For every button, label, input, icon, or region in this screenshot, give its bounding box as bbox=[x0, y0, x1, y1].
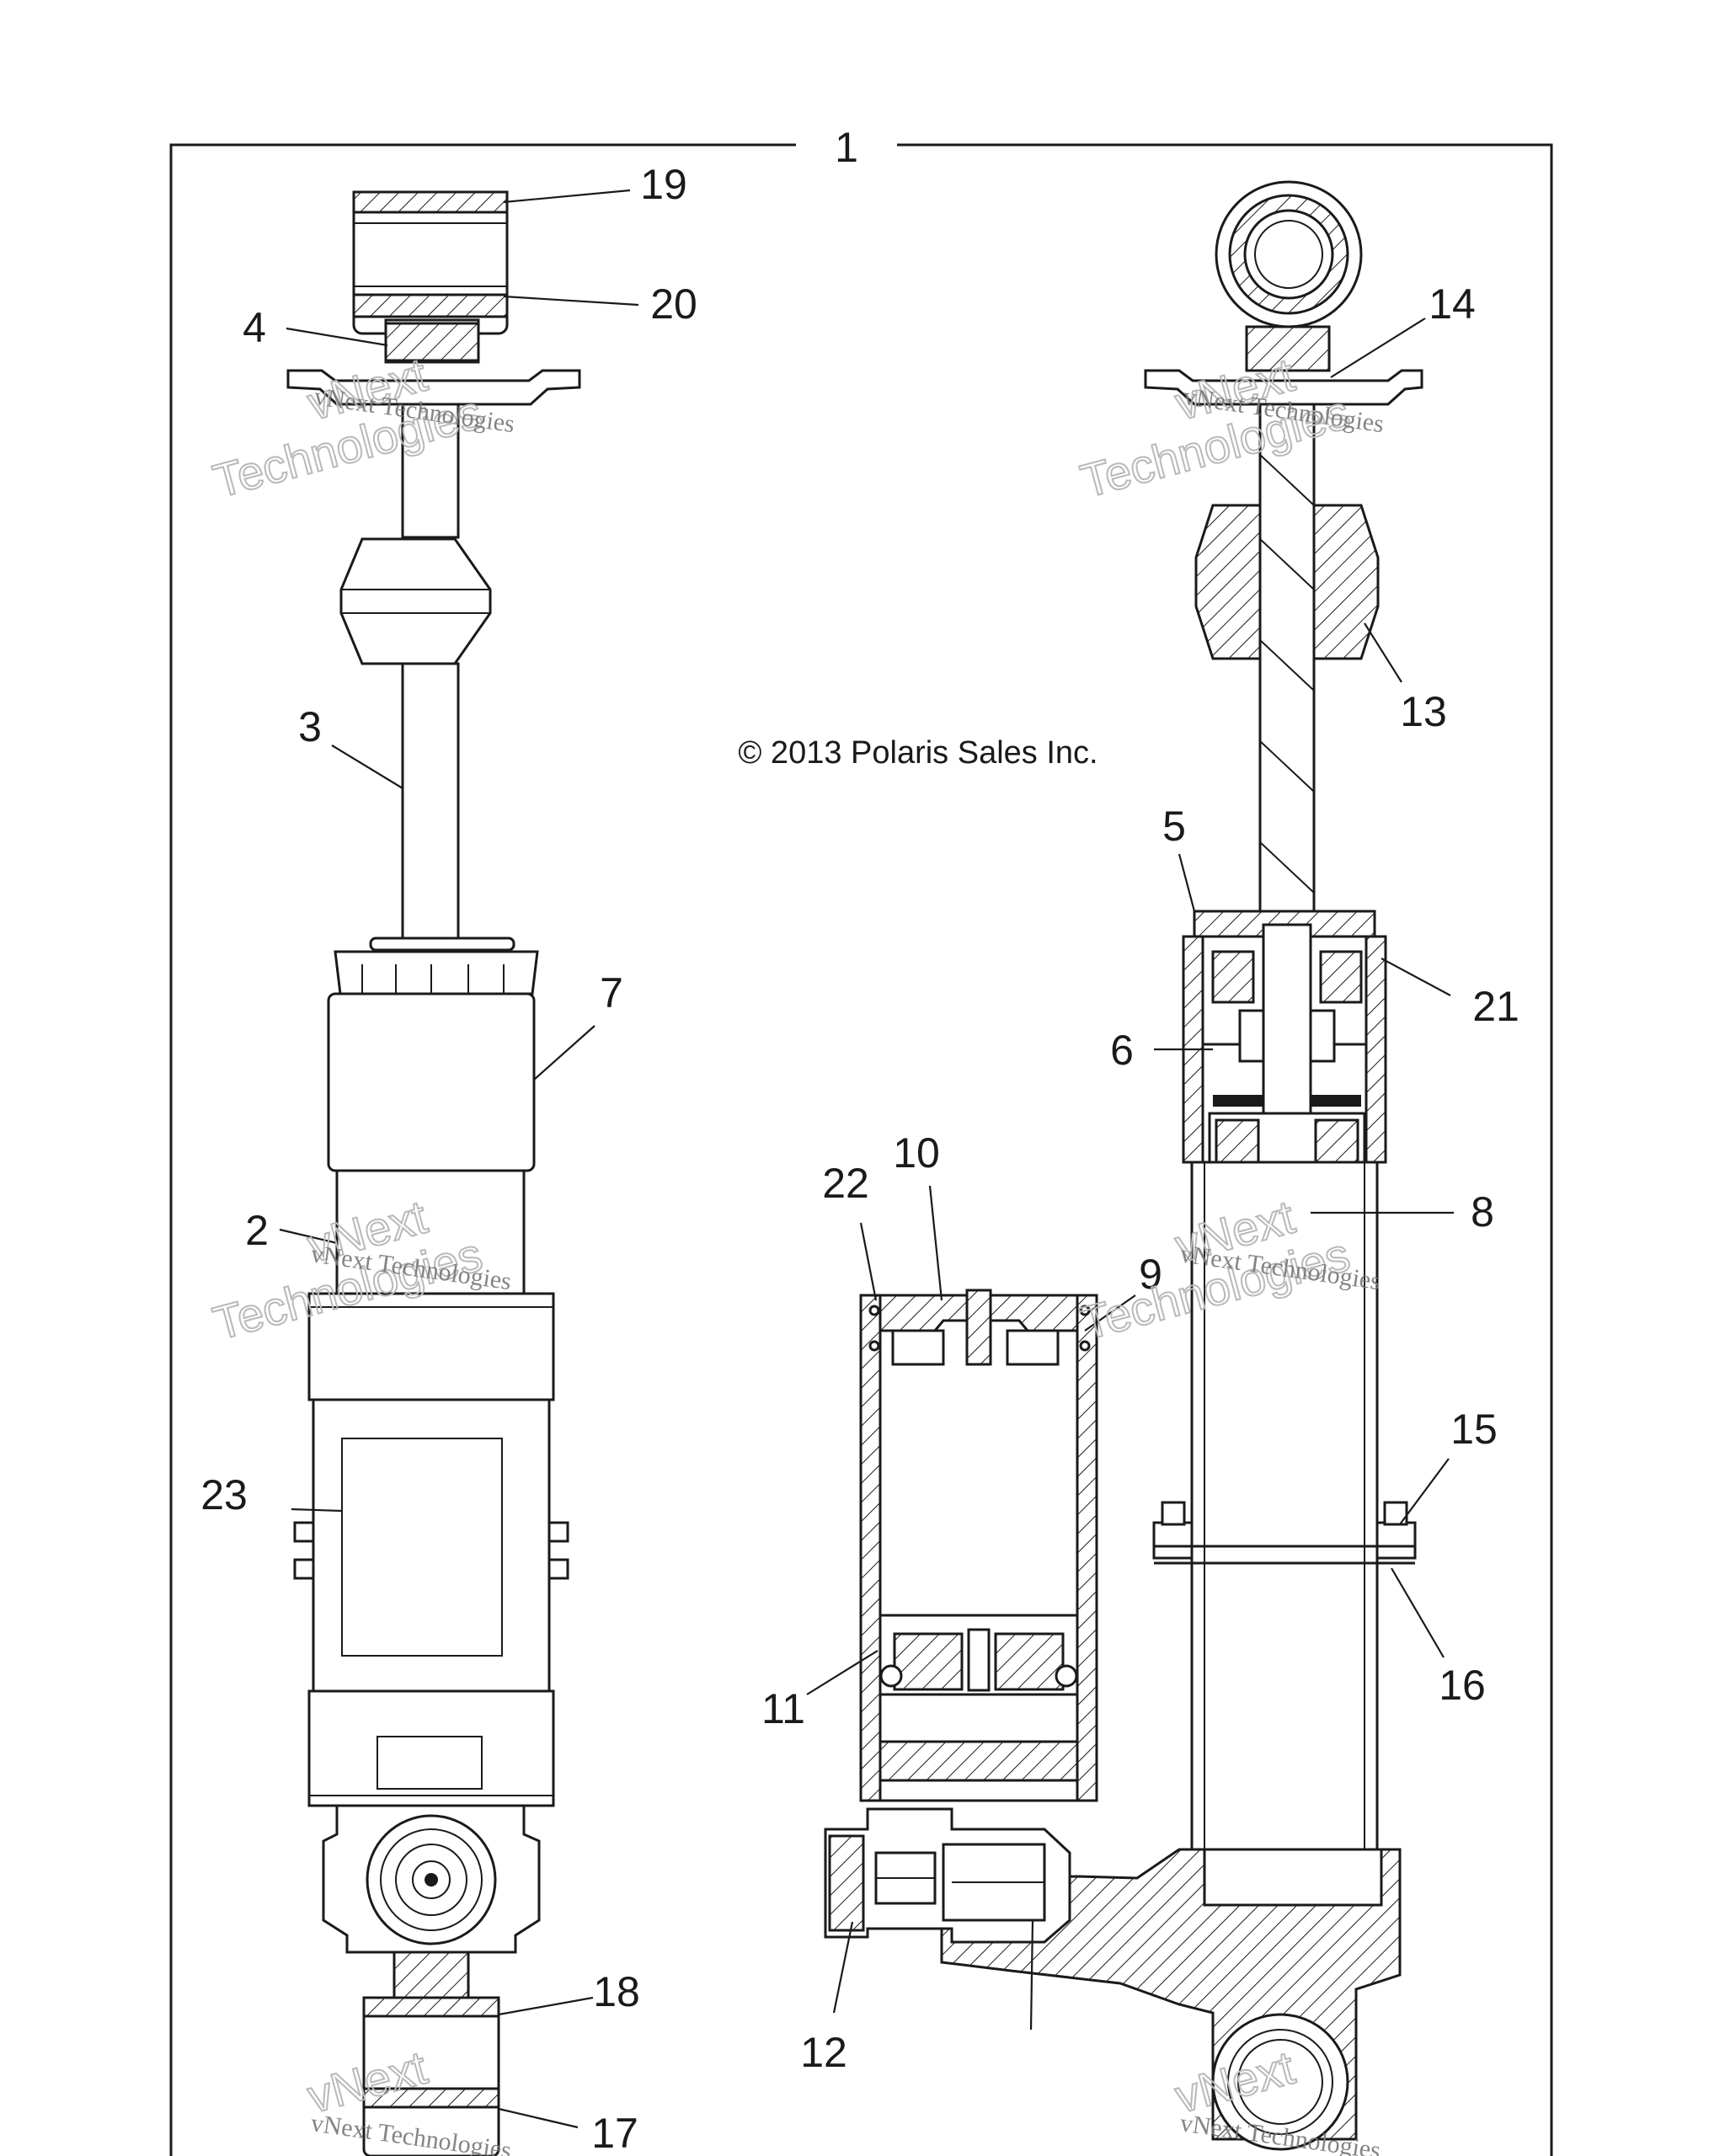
callout-1: 1 bbox=[835, 124, 858, 171]
reservoir-section bbox=[824, 1289, 1098, 1944]
callout-18: 18 bbox=[593, 1968, 640, 2015]
callout-5: 5 bbox=[1162, 803, 1186, 850]
callout-9: 9 bbox=[1139, 1251, 1162, 1298]
copyright-notice: © 2013 Polaris Sales Inc. bbox=[738, 735, 1097, 771]
callout-11: 11 bbox=[761, 1685, 805, 1732]
callout-15: 15 bbox=[1450, 1406, 1498, 1453]
top-eyelet bbox=[352, 190, 509, 335]
callout-16: 16 bbox=[1439, 1662, 1486, 1709]
assembly-frame bbox=[169, 143, 1553, 2156]
callout-21: 21 bbox=[1472, 983, 1519, 1030]
callout-4: 4 bbox=[243, 304, 266, 351]
callout-20: 20 bbox=[650, 280, 697, 328]
left-shock-exterior bbox=[286, 190, 581, 2156]
callout-22: 22 bbox=[822, 1160, 869, 1207]
callout-labels: 1 19 20 4 3 7 2 23 18 17 14 13 5 6 21 8 … bbox=[200, 124, 1519, 2156]
callout-2: 2 bbox=[245, 1207, 269, 1254]
callout-17: 17 bbox=[591, 2110, 638, 2156]
callout-13: 13 bbox=[1400, 688, 1447, 735]
right-shock-section bbox=[940, 180, 1423, 2151]
callout-8: 8 bbox=[1471, 1188, 1494, 1235]
callout-10: 10 bbox=[893, 1129, 940, 1177]
callout-23: 23 bbox=[200, 1471, 248, 1518]
callout-7: 7 bbox=[600, 969, 623, 1017]
callout-6: 6 bbox=[1110, 1027, 1134, 1074]
callout-14: 14 bbox=[1429, 280, 1476, 328]
callout-19: 19 bbox=[640, 161, 687, 208]
leader-lines bbox=[279, 189, 1454, 2129]
callout-3: 3 bbox=[298, 703, 322, 750]
callout-12: 12 bbox=[800, 2029, 847, 2076]
